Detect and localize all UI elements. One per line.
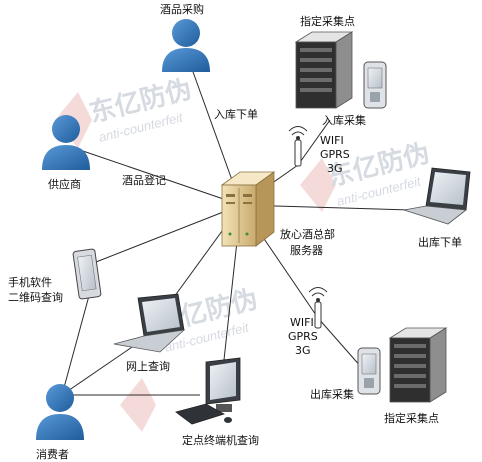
link-wifi-bottom-collect: [317, 317, 363, 369]
keyboard-icon: [175, 403, 232, 425]
label-outbound-order: 出库下单: [418, 235, 462, 249]
link-consumer-online: [61, 344, 136, 396]
wireless-antenna-top-icon: [288, 126, 308, 167]
label-register: 酒品登记: [122, 173, 166, 187]
label-supplier: 供应商: [48, 177, 81, 191]
label-purchase: 酒品采购: [160, 2, 204, 16]
person-supplier-icon: [42, 115, 90, 170]
connection-lines: [61, 57, 411, 396]
collection-server-bottom-icon: [388, 327, 448, 403]
link-consumer-mobile: [61, 291, 91, 396]
label-inbound-order: 入库下单: [214, 108, 258, 121]
link-wifi-top-collect: [297, 119, 331, 166]
link-mobile: [95, 204, 242, 263]
terminal-monitor-icon: [205, 357, 241, 412]
label-mobile-line1: 手机软件: [8, 275, 52, 289]
label-outbound-collect: 出库采集: [310, 387, 354, 401]
label-wireless-top-2: GPRS: [320, 148, 350, 161]
wireless-antenna-bottom-icon: [308, 287, 328, 329]
label-wireless-bottom-2: GPRS: [288, 330, 318, 343]
label-wireless-top-1: WIFI: [320, 134, 344, 147]
label-consumer: 消费者: [36, 447, 69, 461]
pda-scanner-bottom-icon: [357, 347, 381, 395]
label-wireless-bottom-3: 3G: [295, 344, 311, 357]
link-supplier: [79, 149, 242, 206]
label-wireless-top-3: 3G: [327, 162, 343, 175]
pda-scanner-top-icon: [363, 61, 387, 109]
mobile-phone-icon: [72, 248, 102, 300]
person-consumer-icon: [36, 384, 84, 440]
watermark-logo-icon: [300, 158, 336, 212]
central-server-icon: [220, 171, 276, 247]
label-inbound-collect: 入库采集: [322, 113, 366, 127]
watermark-logo-icon: [120, 378, 156, 432]
label-center-line2: 服务器: [290, 244, 323, 257]
label-designated-top: 指定采集点: [300, 14, 355, 28]
laptop-outbound-order-icon: [403, 167, 471, 225]
label-mobile-line2: 二维码查询: [8, 290, 63, 304]
laptop-online-icon: [113, 293, 186, 353]
label-online: 网上查询: [126, 359, 170, 373]
label-wireless-bottom-1: WIFI: [290, 316, 314, 329]
label-center-line1: 放心酒总部: [280, 227, 335, 241]
person-purchase-icon: [162, 19, 210, 72]
collection-server-top-icon: [294, 31, 354, 109]
label-designated-bottom: 指定采集点: [384, 411, 439, 425]
label-terminal: 定点终端机查询: [182, 433, 259, 447]
